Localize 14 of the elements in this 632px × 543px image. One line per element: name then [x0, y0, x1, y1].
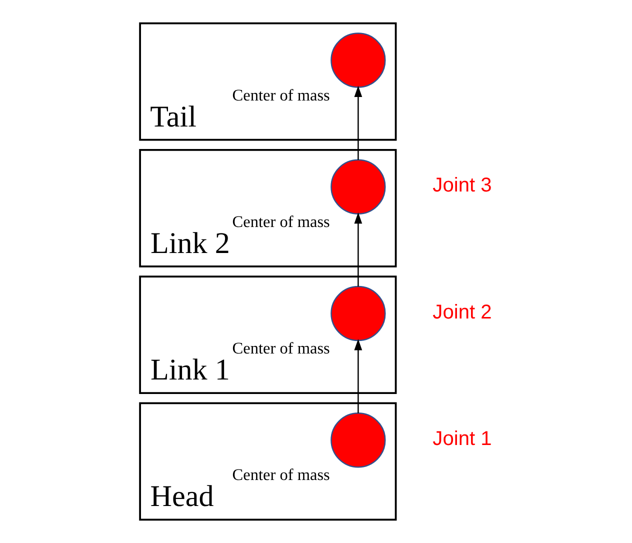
node-circle [330, 412, 386, 468]
label: Joint 3 [432, 174, 492, 197]
node-circle [330, 32, 386, 88]
label: Joint 1 [432, 428, 492, 450]
arrow [354, 212, 362, 287]
arrow [354, 338, 362, 414]
node-label: Center of mass [232, 465, 330, 484]
node-label: Center of mass [232, 85, 330, 104]
arrow [354, 86, 362, 160]
node-label: Center of mass [232, 212, 330, 231]
node-circle [330, 159, 386, 214]
label: Joint 2 [432, 301, 492, 324]
node-circle [330, 286, 386, 342]
node-label: Center of mass [232, 338, 330, 358]
